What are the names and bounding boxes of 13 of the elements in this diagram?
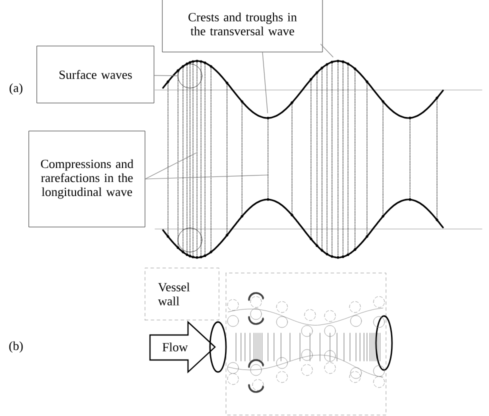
panel-label: (a) <box>10 83 22 95</box>
circle-marker <box>178 228 202 252</box>
circle-marker <box>178 64 202 88</box>
label-box: Surface waves <box>36 46 154 104</box>
panel-label: (b) <box>9 341 23 353</box>
leader-line <box>320 44 334 58</box>
label-box: Compressions and rarefactions in the longitudinal wave <box>28 130 146 228</box>
leader-line <box>144 174 268 180</box>
leader-line <box>262 52 268 114</box>
label-box: Vessel wall <box>144 268 220 320</box>
leader-line <box>144 152 196 180</box>
leader-line <box>154 75 178 76</box>
label-box: Crests and troughs in the transversal wave <box>162 0 323 52</box>
